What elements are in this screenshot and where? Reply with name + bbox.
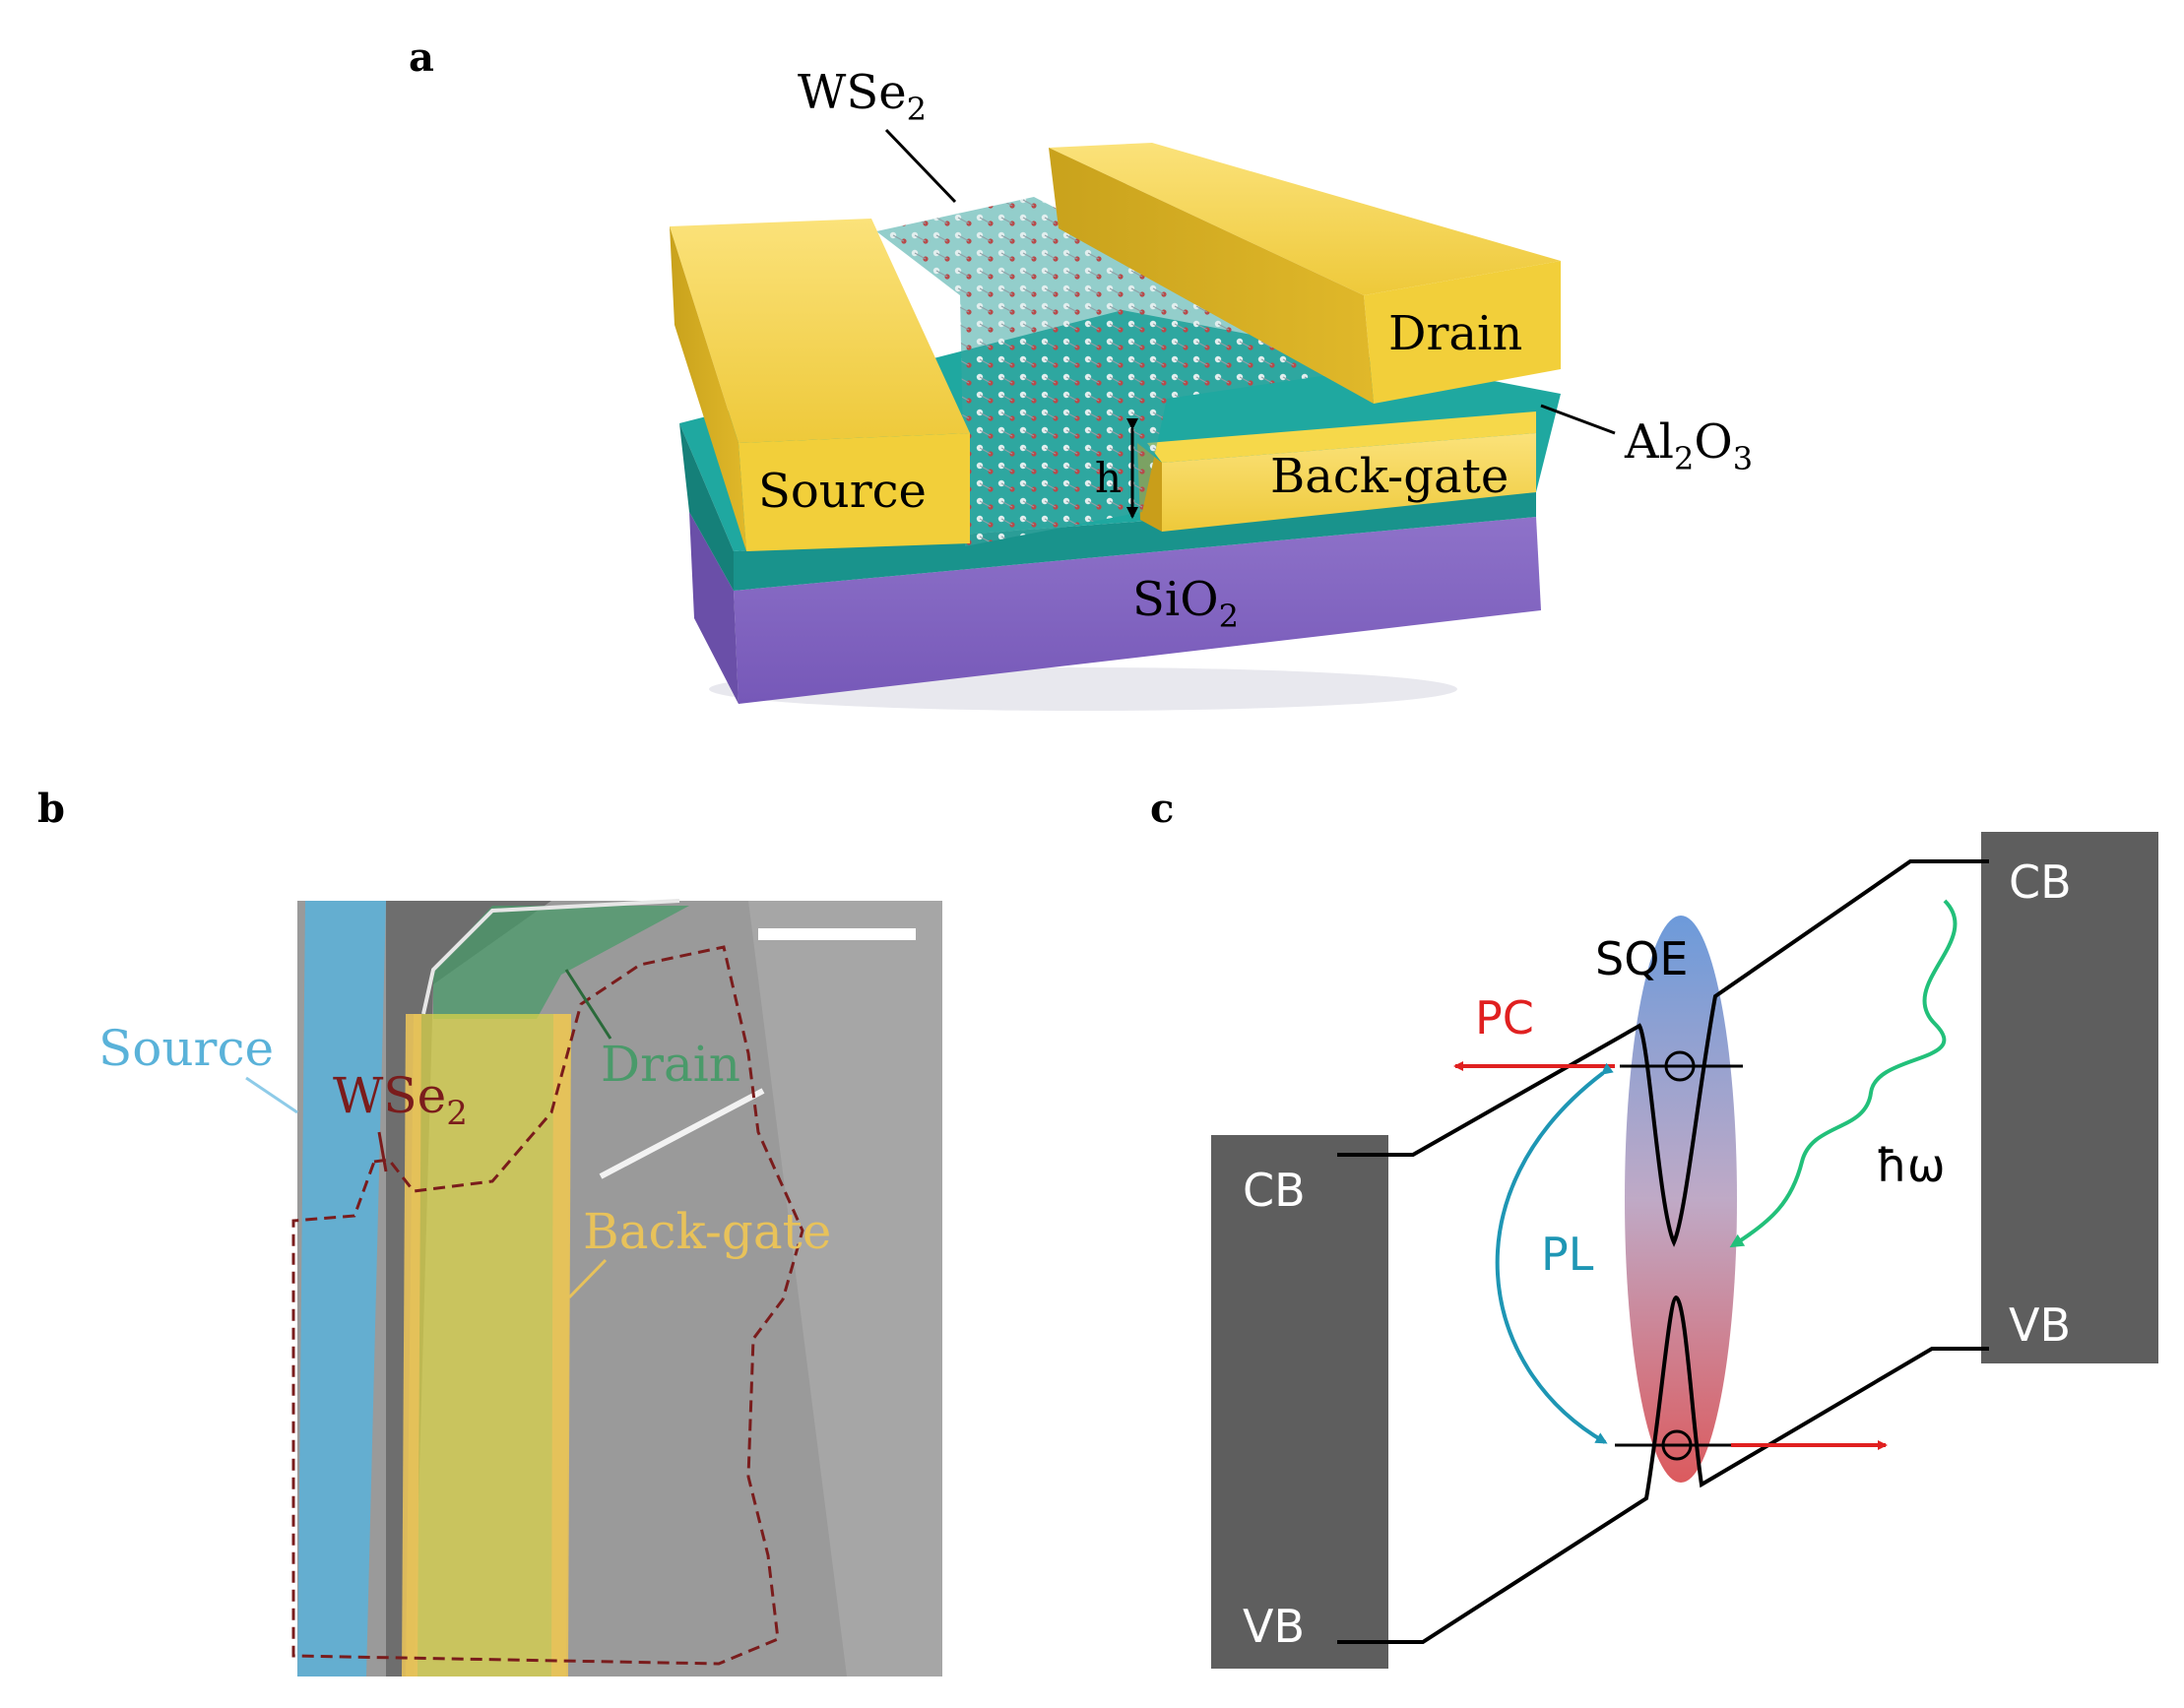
al2o3-layer-front (734, 492, 1536, 591)
drain-block-front (1364, 261, 1561, 404)
label-b-source: Source (98, 1020, 274, 1077)
panel-a-letter: a (409, 34, 434, 81)
label-a-backgate: Back-gate (1270, 449, 1509, 504)
panel-b: b Source WSe2 Drain Back-gate (37, 786, 942, 1676)
sem-backgate-overlay (406, 1014, 571, 1676)
drain-pointer (564, 969, 612, 1040)
label-c-vb-right: VB (2009, 1298, 2071, 1352)
label-a-source: Source (758, 464, 927, 519)
label-a-wse2: WSe2 (798, 65, 927, 128)
sem-bright-streak (599, 1088, 765, 1179)
label-b-drain: Drain (601, 1036, 740, 1093)
sem-source-overlay (297, 901, 386, 1676)
photon-wave (1729, 899, 1958, 1248)
conduction-band-line (1337, 859, 1989, 1247)
al2o3-callout-line (1540, 404, 1616, 435)
sem-backgate-strip-left (402, 1014, 421, 1676)
wse2-outline (291, 945, 804, 1666)
scale-bar (758, 928, 916, 940)
panel-a: a Source Drain Back-gate SiO2 (409, 34, 1753, 711)
left-electrode-block (1211, 1135, 1388, 1669)
source-block-top (670, 219, 970, 443)
backgate-block-top (1147, 411, 1536, 463)
drain-block-top (1049, 143, 1561, 295)
source-block-front (739, 433, 970, 551)
al2o3-layer-side (679, 423, 734, 591)
sem-drain-edge (421, 899, 680, 1015)
pl-arrow (1495, 1062, 1614, 1444)
label-c-pc: PC (1475, 991, 1534, 1044)
panel-b-letter: b (37, 786, 65, 832)
label-c-photon: ħω (1876, 1139, 1945, 1192)
label-a-drain: Drain (1388, 306, 1522, 361)
wse2-pointer (377, 1131, 388, 1172)
label-c-vb-left: VB (1243, 1600, 1305, 1653)
sio2-substrate-front (734, 517, 1541, 704)
label-a-al2o3: Al2O3 (1624, 414, 1753, 477)
label-c-cb-left: CB (1243, 1164, 1306, 1217)
valence-band-line (1337, 1295, 1989, 1644)
sqe-wavefunction-blob (1625, 916, 1737, 1483)
panel-c-letter: c (1150, 786, 1174, 832)
label-c-pl: PL (1541, 1228, 1594, 1281)
source-block-side (670, 226, 746, 551)
sem-light-right-region (748, 901, 942, 1676)
right-electrode-block (1981, 832, 2158, 1363)
hole-circle (1661, 1429, 1693, 1461)
sio2-substrate-side (689, 512, 739, 704)
label-c-sqe: SQE (1595, 932, 1688, 985)
electron-circle (1664, 1050, 1696, 1082)
wse2-atoms (876, 197, 1369, 546)
panel-c: c CB VB CB VB SQE PC PL ħω (1150, 786, 2158, 1669)
label-a-h: h (1095, 454, 1122, 502)
source-pointer (245, 1076, 298, 1114)
sem-backgate-strip-right (551, 1014, 571, 1676)
wse2-callout-line (884, 128, 957, 204)
label-a-sio2: SiO2 (1132, 572, 1239, 635)
backgate-pointer (567, 1258, 608, 1299)
label-c-cb-right: CB (2009, 855, 2072, 909)
label-b-backgate: Back-gate (583, 1203, 831, 1260)
backgate-block-front (1162, 433, 1536, 532)
label-b-wse2: WSe2 (333, 1067, 468, 1133)
drain-block-side (1049, 148, 1374, 404)
sem-drain-overlay (433, 906, 689, 1019)
